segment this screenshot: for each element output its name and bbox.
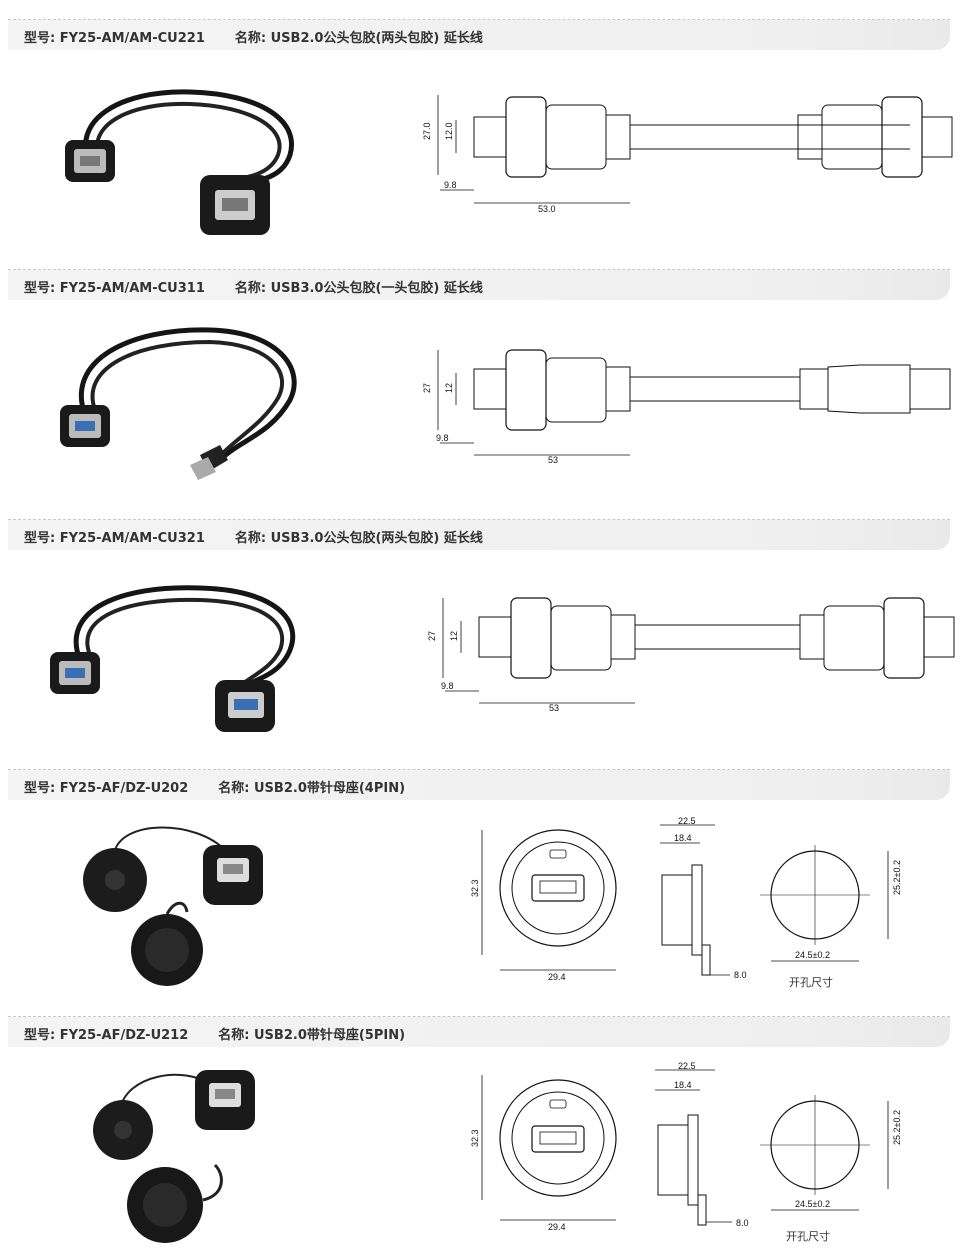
model-label: 型号: FY25-AF/DZ-U212 [24,1028,189,1043]
dim-height: 32.3 [470,879,480,897]
product-header: 型号: FY25-AM/AM-CU311 名称: USB3.0公头包胶(一头包胶)… [8,270,950,300]
dimension-drawing: 27.0 12.0 9.8 53.0 [422,95,953,214]
dim-height: 27 [422,383,432,393]
cable-photo [65,89,294,235]
name-label: 名称: USB2.0带针母座(5PIN) [218,1028,406,1043]
product-section-2: 型号: FY25-AM/AM-CU311 名称: USB3.0公头包胶(一头包胶)… [0,265,960,515]
dimension-drawing: 27 12 9.8 53 [422,349,951,465]
dim-plug: 12.0 [444,122,454,140]
dim-height: 27 [427,631,437,641]
hole-caption: 开孔尺寸 [786,1229,830,1243]
dim-depth: 22.5 [678,1061,696,1071]
product-header: 型号: FY25-AM/AM-CU321 名称: USB3.0公头包胶(两头包胶)… [8,520,950,550]
dimension-drawing: 32.3 29.4 22.5 18.4 8.0 25.2±0.2 24.5±0.… [470,816,902,980]
connector-photo [93,1070,255,1243]
header-divider [8,1016,950,1017]
name-label: 名称: USB3.0公头包胶(两头包胶) 延长线 [234,531,483,546]
cable-photo [50,585,296,732]
dim-hole-h: 25.2±0.2 [892,860,902,895]
name-label: 名称: USB2.0带针母座(4PIN) [218,781,406,796]
name-label: 名称: USB2.0公头包胶(两头包胶) 延长线 [234,31,483,46]
dim-plug: 12 [444,383,454,393]
product-header: 型号: FY25-AF/DZ-U212 名称: USB2.0带针母座(5PIN) [8,1017,950,1047]
hole-caption-label: 开孔尺寸 [786,1229,830,1243]
dim-inner: 18.4 [674,1080,692,1090]
header-divider [8,19,950,20]
hole-caption: 开孔尺寸 [789,975,833,989]
product-header: 型号: FY25-AF/DZ-U202 名称: USB2.0带针母座(4PIN) [8,770,950,800]
dim-hole-w: 24.5±0.2 [795,1199,830,1209]
dim-width: 29.4 [548,972,566,980]
dim-offset: 9.8 [441,681,454,691]
model-label: 型号: FY25-AF/DZ-U202 [24,781,189,796]
dimension-drawing: 32.3 29.4 22.5 18.4 8.0 25.2±0.2 24.5±0.… [470,1061,902,1230]
dim-plug: 12 [449,631,459,641]
dim-hole-h: 25.2±0.2 [892,1110,902,1145]
header-divider [8,519,950,520]
model-label: 型号: FY25-AM/AM-CU221 [24,31,205,46]
dim-height: 27.0 [422,122,432,140]
product-section-1: 型号: FY25-AM/AM-CU221 名称: USB2.0公头包胶(两头包胶)… [0,0,960,265]
dim-length: 53.0 [538,204,556,214]
header-divider [8,769,950,770]
header-divider [8,269,950,270]
dim-hole-w: 24.5±0.2 [795,950,830,960]
dim-offset: 9.8 [436,433,449,443]
model-label: 型号: FY25-AM/AM-CU311 [24,281,205,296]
model-label: 型号: FY25-AM/AM-CU321 [24,531,205,546]
dim-inner: 18.4 [674,833,692,843]
dim-depth: 22.5 [678,816,696,826]
product-header: 型号: FY25-AM/AM-CU221 名称: USB2.0公头包胶(两头包胶)… [8,20,950,50]
dim-pin: 8.0 [736,1218,749,1228]
connector-photo [83,826,263,986]
dim-length: 53 [548,455,558,465]
dim-pin: 8.0 [734,970,747,980]
cable-photo [60,327,297,480]
name-label: 名称: USB3.0公头包胶(一头包胶) 延长线 [234,281,483,296]
product-section-3: 型号: FY25-AM/AM-CU321 名称: USB3.0公头包胶(两头包胶)… [0,515,960,765]
dim-length: 53 [549,703,559,713]
hole-caption-label: 开孔尺寸 [789,975,833,989]
dim-height: 32.3 [470,1129,480,1147]
dimension-drawing: 27 12 9.8 53 [427,597,955,713]
dim-width: 29.4 [548,1222,566,1230]
dim-offset: 9.8 [444,180,457,190]
